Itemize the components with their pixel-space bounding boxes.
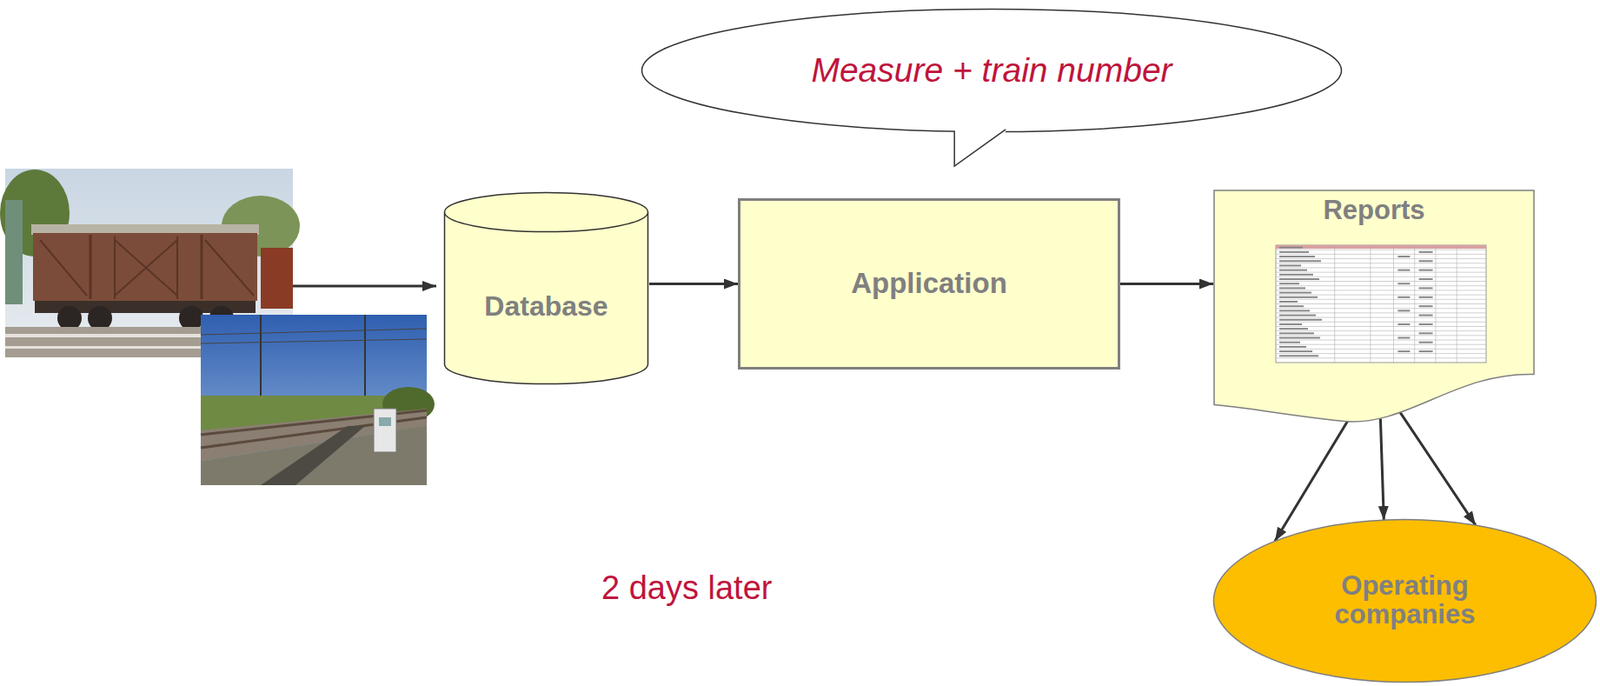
- callout-bubble: Measure + train number: [640, 7, 1343, 133]
- document-shape: Reports: [1213, 189, 1535, 424]
- database-cylinder: Database: [443, 191, 650, 386]
- node-label: Operating companies: [1334, 571, 1476, 629]
- flow-arrow: [649, 282, 738, 286]
- report-table: [1275, 245, 1487, 363]
- node-label: Measure + train number: [810, 53, 1172, 89]
- note-text: 2 days later: [601, 569, 772, 607]
- node-label: Database: [484, 292, 608, 322]
- flow-arrow: [1274, 419, 1349, 541]
- bubble-outline: [642, 9, 1342, 133]
- input-arrow: [292, 285, 437, 288]
- terminal-ellipse: Operating companies: [1212, 517, 1598, 684]
- flow-arrow: [1400, 411, 1476, 526]
- node-label: Application: [850, 268, 1008, 299]
- ellipse-outline: [1214, 519, 1597, 683]
- process-box: Application: [737, 198, 1121, 370]
- cylinder-body: [444, 212, 649, 385]
- flow-arrow: [1120, 282, 1214, 286]
- track-photo: [200, 314, 435, 485]
- bubble-tail: [954, 129, 1006, 166]
- node-label: Reports: [1322, 196, 1425, 226]
- document-outline: [1214, 190, 1534, 422]
- flow-arrow: [1380, 418, 1384, 520]
- bubble-tail-fill: [954, 122, 1006, 166]
- cylinder-top: [444, 192, 649, 233]
- database-cylinder-outline: [443, 191, 650, 386]
- box-outline: [739, 199, 1120, 369]
